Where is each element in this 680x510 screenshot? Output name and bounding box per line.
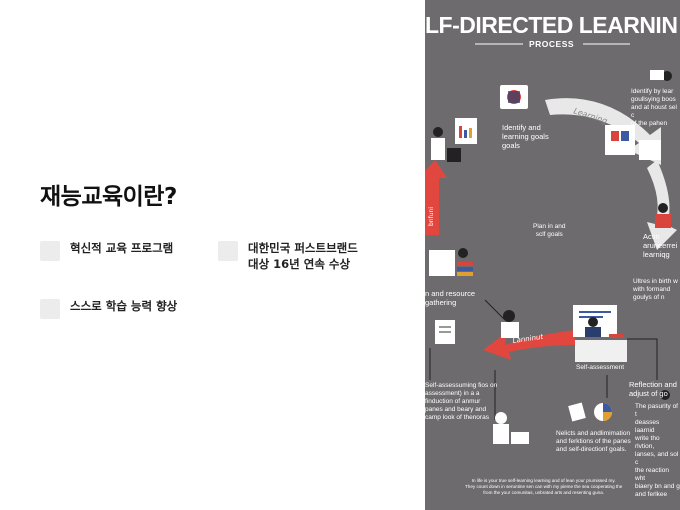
slide-title: 재능교육이란? (40, 184, 177, 210)
infographic-subtitle: PROCESS (529, 39, 575, 49)
bullet-box-icon (40, 241, 60, 261)
step-reflection: Reflection and adjust of go (629, 380, 677, 398)
feature-label: 혁신적 교육 프로그램 (70, 241, 174, 255)
feature-label: 대한민국 퍼스트브랜드 대상 16년 연속 수상 (248, 241, 358, 271)
notebook-icon (605, 125, 661, 160)
step-self-assessment: Self-assessment (576, 364, 625, 371)
infographic-image: Learning Lanninut bnfuni LF-DIRECTED LEA… (425, 0, 680, 510)
person-reading-icon (650, 70, 672, 81)
step-plan: Plan in and sclf goals (533, 223, 566, 238)
cycle-arrow-left (425, 160, 447, 235)
bullet-box-icon (40, 299, 60, 319)
feature-item-innovative-program: 혁신적 교육 프로그램 (40, 240, 173, 261)
feature-label: 스스로 학습 능력 향상 (70, 299, 178, 313)
step-reflection-note: The pasurity of t deasses laarnid write … (635, 403, 680, 498)
step-nelicts: Nelicts and andlimimation and ferktions … (556, 430, 631, 453)
laptop-icon (447, 152, 461, 162)
infographic-graphics: Learning Lanninut bnfuni (425, 43, 677, 444)
step-resource: n and resource gathering (425, 289, 476, 307)
slide-content: 재능교육이란? 혁신적 교육 프로그램 대한민국 퍼스트브랜드 대상 16년 연… (40, 184, 358, 319)
book-icon (500, 85, 528, 109)
step-identify-right: Identify by lear goullsying boos and at … (631, 88, 677, 127)
feature-item-first-brand-award: 대한민국 퍼스트브랜드 대상 16년 연속 수상 (218, 240, 358, 272)
pie-chart-icon (568, 402, 612, 422)
feature-item-self-learning: 스스로 학습 능력 향상 (40, 298, 177, 319)
books-stack-icon (429, 248, 473, 276)
bullet-box-icon (218, 241, 238, 261)
self-assessment-desk-icon (573, 305, 627, 362)
person-action-icon (655, 203, 671, 228)
person-thinking-icon (501, 310, 519, 338)
infographic-footer: In life is your true self-learning learn… (465, 478, 623, 495)
arrow-label-left: bnfuni (428, 207, 435, 226)
step-assess-note: Self-assessuming fios on assessment) in … (425, 382, 498, 421)
step-action-note: Ultres in birth w with formand goulys of… (633, 278, 678, 301)
infographic-title: LF-DIRECTED LEARNIN (425, 12, 678, 38)
person-standing-icon (660, 390, 670, 400)
document-icon (435, 320, 455, 344)
step-identify: Identify and learning goals goals (502, 123, 549, 150)
person-laptop-icon (493, 412, 529, 444)
step-action: Actin aruneerrei learniqg (643, 232, 678, 259)
